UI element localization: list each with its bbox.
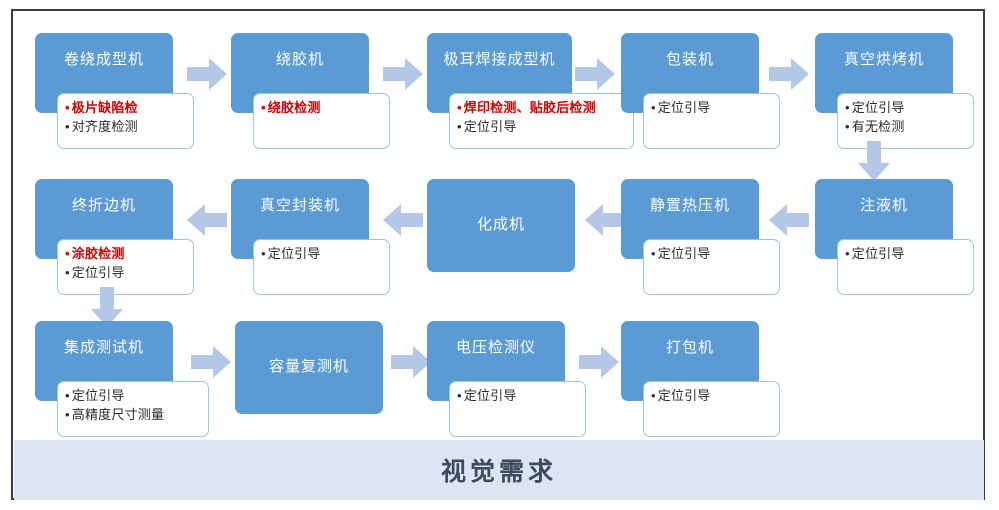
stage-juanrao-chengxingji[interactable]: 卷绕成型机 极片缺陷检 对齐度检测 (35, 33, 205, 158)
stage-dianya-jianceyi[interactable]: 电压检测仪 定位引导 (427, 321, 597, 446)
right-arrow-icon (191, 346, 231, 378)
stage-body: 定位引导 (643, 381, 780, 437)
stage-jingzhi-reyaji[interactable]: 静置热压机 定位引导 (621, 179, 791, 304)
stage-title: 真空烘烤机 (843, 50, 924, 68)
stage-dabaoji[interactable]: 打包机 定位引导 (621, 321, 791, 446)
stage-zhenkong-hongkaoji[interactable]: 真空烘烤机 定位引导 有无检测 (815, 33, 985, 158)
down-arrow-icon (91, 287, 123, 327)
stage-title: 极耳焊接成型机 (443, 50, 556, 68)
requirement-item: 定位引导 (651, 99, 775, 118)
stage-zhongzhebianji[interactable]: 终折边机 涂胶检测 定位引导 (35, 179, 205, 304)
stage-jicheng-ceshiji[interactable]: 集成测试机 定位引导 高精度尺寸测量 (35, 321, 209, 446)
stage-header: 容量复测机 (235, 321, 383, 414)
requirement-item: 涂胶检测 (65, 245, 189, 264)
requirement-item: 定位引导 (651, 387, 775, 406)
stage-title: 静置热压机 (649, 196, 730, 214)
stage-title: 集成测试机 (63, 338, 144, 356)
stage-body: 涂胶检测 定位引导 (57, 239, 194, 295)
stage-body: 极片缺陷检 对齐度检测 (57, 93, 194, 149)
stage-title: 终折边机 (71, 196, 136, 214)
requirement-item: 焊印检测、贴胶后检测 (457, 99, 629, 118)
requirement-item: 绕胶检测 (261, 99, 385, 118)
stage-body: 定位引导 (449, 381, 586, 437)
stage-title: 打包机 (665, 338, 714, 356)
stage-body: 定位引导 高精度尺寸测量 (57, 381, 209, 437)
requirement-item: 定位引导 (651, 245, 775, 264)
stage-body: 定位引导 (253, 239, 390, 295)
requirement-item: 高精度尺寸测量 (65, 406, 204, 425)
requirement-item: 定位引导 (457, 387, 581, 406)
stage-body: 绕胶检测 (253, 93, 390, 149)
footer-banner: 视觉需求 (14, 440, 984, 500)
stage-header: 化成机 (427, 179, 575, 272)
right-arrow-icon (391, 346, 431, 378)
stage-title: 真空封装机 (259, 196, 340, 214)
left-arrow-icon (383, 204, 423, 236)
stage-title: 电压检测仪 (455, 338, 536, 356)
requirement-item: 定位引导 (261, 245, 385, 264)
stage-zhenkong-fengzhuangji[interactable]: 真空封装机 定位引导 (231, 179, 401, 304)
left-arrow-icon (585, 204, 625, 236)
stage-title: 化成机 (476, 216, 525, 234)
footer-title: 视觉需求 (440, 458, 557, 486)
requirement-item: 定位引导 (457, 118, 629, 137)
requirement-item: 定位引导 (65, 264, 189, 283)
right-arrow-icon (575, 58, 615, 90)
stage-body: 焊印检测、贴胶后检测 定位引导 (449, 93, 634, 149)
requirement-item: 定位引导 (845, 245, 969, 264)
right-arrow-icon (383, 58, 423, 90)
right-arrow-icon (187, 58, 227, 90)
left-arrow-icon (187, 204, 227, 236)
stage-raojiaoji[interactable]: 绕胶机 绕胶检测 (231, 33, 401, 158)
requirement-item: 极片缺陷检 (65, 99, 189, 118)
requirement-item: 有无检测 (845, 118, 969, 137)
stage-body: 定位引导 有无检测 (837, 93, 974, 149)
stage-jier-hanjie-chengxingji[interactable]: 极耳焊接成型机 焊印检测、贴胶后检测 定位引导 (427, 33, 634, 158)
requirement-item: 定位引导 (845, 99, 969, 118)
diagram-frame: 卷绕成型机 极片缺陷检 对齐度检测 绕胶机 绕胶检测 极耳焊接成型机 (11, 9, 985, 500)
stage-rongliang-fuceji[interactable]: 容量复测机 (235, 321, 385, 416)
stage-title: 注液机 (859, 196, 908, 214)
stage-title: 绕胶机 (275, 50, 324, 68)
stage-huachengji[interactable]: 化成机 (427, 179, 577, 274)
stage-title: 容量复测机 (268, 358, 349, 376)
requirement-item: 定位引导 (65, 387, 204, 406)
stage-body: 定位引导 (837, 239, 974, 295)
requirement-item: 对齐度检测 (65, 118, 189, 137)
stage-baozhuangji[interactable]: 包装机 定位引导 (621, 33, 791, 158)
stage-title: 卷绕成型机 (63, 50, 144, 68)
stage-body: 定位引导 (643, 239, 780, 295)
down-arrow-icon (858, 141, 890, 181)
right-arrow-icon (579, 346, 619, 378)
stage-title: 包装机 (665, 50, 714, 68)
left-arrow-icon (769, 204, 809, 236)
stage-zhuyeji[interactable]: 注液机 定位引导 (815, 179, 985, 304)
right-arrow-icon (769, 58, 809, 90)
stage-body: 定位引导 (643, 93, 780, 149)
